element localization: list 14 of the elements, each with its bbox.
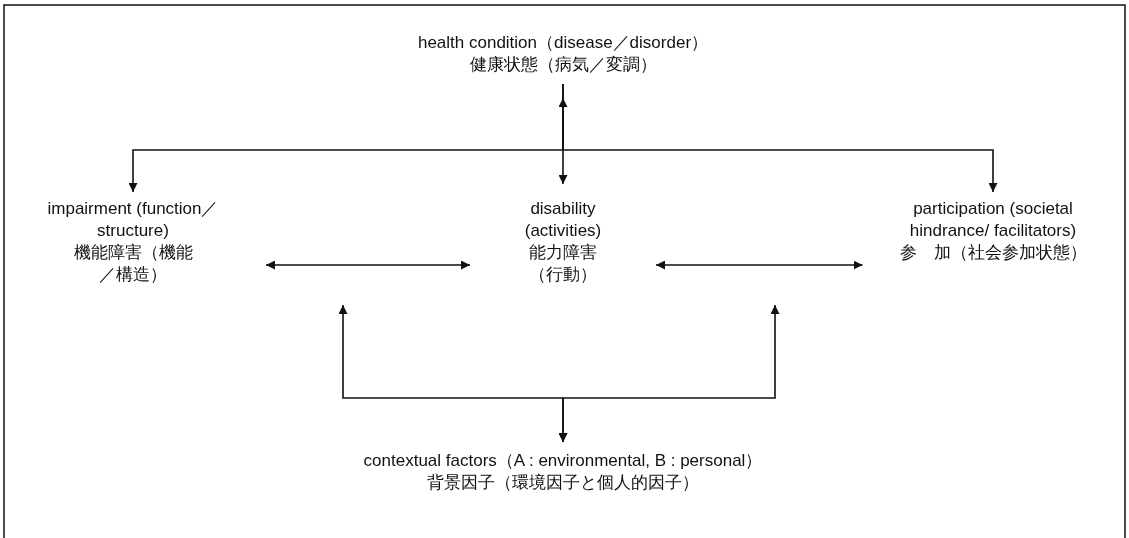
arrow: [562, 83, 998, 193]
node-label-japanese: 参 加（社会参加状態）: [898, 242, 1088, 264]
node-label: health condition（disease／disorder）: [416, 32, 710, 54]
node-label: impairment (function／structure): [46, 198, 220, 242]
node-label-japanese: 機能障害（機能／構造）: [72, 242, 194, 286]
arrow: [265, 260, 471, 270]
arrow: [558, 304, 780, 443]
node-label: contextual factors（A : environmental, B : personal）: [362, 450, 764, 472]
node-label-japanese: 背景因子（環境因子と個人的因子）: [426, 472, 700, 494]
node-label: participation (societal hindrance/ facilitators): [908, 198, 1078, 242]
node-label-japanese: 健康状態（病気／変調）: [468, 54, 658, 76]
node-label: disability (activities): [523, 198, 603, 242]
arrow: [655, 260, 864, 270]
node-label-japanese: 能力障害（行動）: [528, 242, 598, 286]
